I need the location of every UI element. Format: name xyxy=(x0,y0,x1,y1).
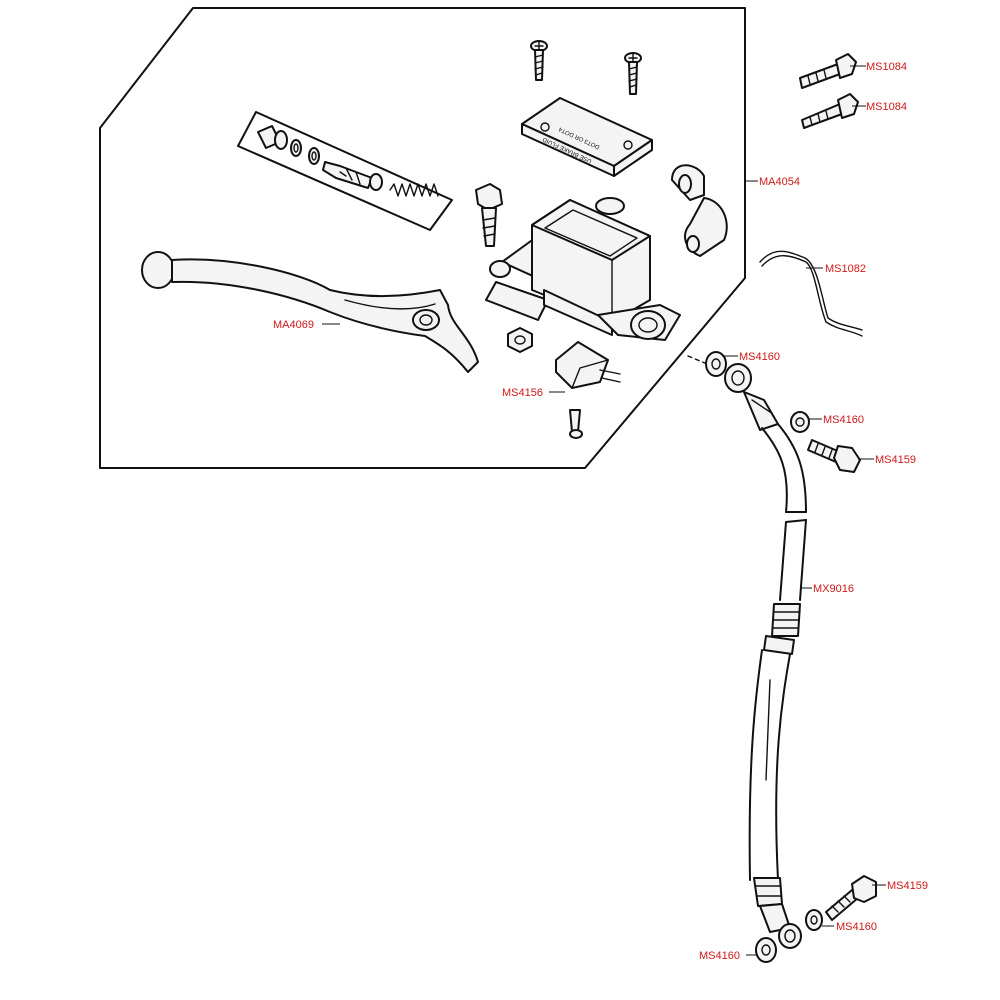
brake-lever xyxy=(141,251,479,373)
banjo-bolt-upper xyxy=(807,439,861,473)
banjo-bolt-ms1084-b xyxy=(801,93,859,129)
washer-lower-left xyxy=(755,937,777,963)
part-labels: MS1084 MS1084 MA4054 MS1082 MA4069 MS416… xyxy=(273,61,928,962)
label-ms4160-a: MS4160 xyxy=(739,351,780,363)
brake-light-switch xyxy=(555,341,621,439)
banjo-bolt-ms1084-a xyxy=(799,53,857,89)
banjo-bolt-lower xyxy=(825,875,877,921)
leader-lines xyxy=(322,65,886,956)
label-ms1082: MS1082 xyxy=(825,263,866,275)
dashed-guide-upper xyxy=(687,355,713,367)
cap-screw-right xyxy=(624,52,642,95)
label-ms4160-b: MS4160 xyxy=(823,414,864,426)
label-ms1084-a: MS1084 xyxy=(866,61,907,73)
label-ms4159-b: MS4159 xyxy=(887,880,928,892)
label-ms4160-c: MS4160 xyxy=(836,921,877,933)
label-ma4054: MA4054 xyxy=(759,176,800,188)
piston-kit xyxy=(237,111,453,231)
label-mx9016: MX9016 xyxy=(813,583,854,595)
master-cylinder-body xyxy=(485,197,681,341)
washer-right-upper xyxy=(790,411,810,433)
pivot-bolt xyxy=(475,183,503,247)
banjo-fitting-upper xyxy=(724,363,752,393)
assembly-boundary xyxy=(99,7,746,469)
lever-nut xyxy=(507,327,533,353)
brake-hose xyxy=(743,391,807,949)
label-ms4160-d: MS4160 xyxy=(699,950,740,962)
handlebar-clamp xyxy=(671,164,728,257)
washer-upper xyxy=(705,351,727,377)
label-ms1084-b: MS1084 xyxy=(866,101,907,113)
reservoir-cap: USE BRAKE FLUID DOT3 OR DOT4 xyxy=(521,97,653,177)
label-ms4159-a: MS4159 xyxy=(875,454,916,466)
label-ma4069: MA4069 xyxy=(273,319,314,331)
cap-screw-left xyxy=(530,40,548,81)
washer-lower-right xyxy=(805,909,823,931)
switch-wire xyxy=(759,250,863,337)
label-ms4156: MS4156 xyxy=(502,387,543,399)
